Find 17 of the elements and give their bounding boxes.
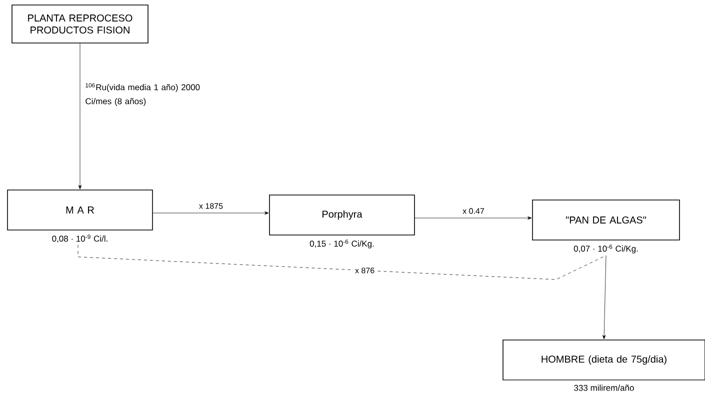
value-label: 0,15 · 10$^{-6}$ Ci/Kg. <box>310 240 374 248</box>
process-box: PLANTA REPROCESO PRODUCTOS FISION <box>12 4 148 44</box>
process-box: M A R <box>7 190 153 230</box>
process-box: "PAN DE ALGAS" <box>532 200 680 240</box>
arrow <box>78 43 82 190</box>
edge-label: $^{106}$Ru(vida media 1 año) 2000 Ci/mes (8 años) <box>86 83 200 106</box>
arrow <box>152 211 269 215</box>
process-box: HOMBRE (dieta de 75g/dia) <box>502 340 705 380</box>
value-label: 0,08 · 10$^{-9}$ Ci/l. <box>52 234 108 243</box>
arrow <box>414 216 532 220</box>
edge-label: x 1875 <box>199 203 223 209</box>
arrow <box>602 255 606 340</box>
value-label: 0,07 · 10$^{-6}$ Ci/Kg. <box>574 244 638 254</box>
edge-label: x 876 <box>355 268 374 274</box>
edge-label: x 0.47 <box>462 208 484 214</box>
process-box: Porphyra <box>269 194 415 236</box>
value-label: 333 milirem/año <box>574 384 634 391</box>
